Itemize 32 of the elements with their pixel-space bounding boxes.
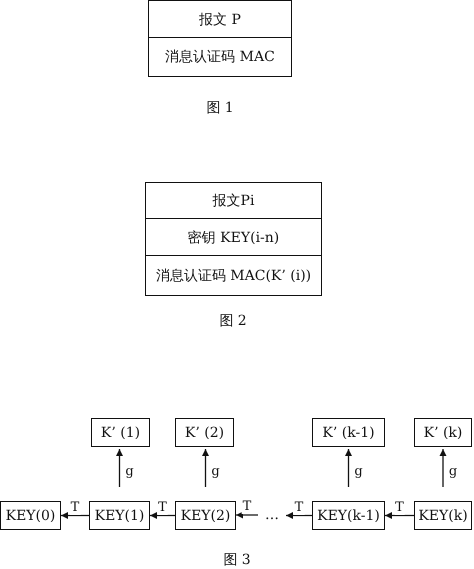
key-box: KEY(k) (414, 501, 472, 530)
arrow (286, 512, 312, 519)
edge-label: g (124, 465, 135, 479)
key-box: K’ (k) (414, 418, 472, 447)
arrow (61, 512, 89, 519)
key-box: KEY(k-1) (312, 501, 385, 530)
key-box: KEY(1) (89, 501, 150, 530)
arrow (116, 449, 123, 487)
figure-caption: 图 1 (206, 99, 234, 117)
edge-label: T (242, 500, 252, 514)
arrow (385, 512, 414, 519)
key-box: K’ (1) (91, 418, 150, 447)
figure-caption: 图 3 (223, 551, 251, 569)
edge-label: g (353, 465, 364, 479)
key-box: KEY(0) (0, 501, 61, 530)
arrow (202, 449, 209, 487)
arrow (345, 449, 352, 487)
message-cell: 消息认证码 MAC(K’ (i)) (145, 255, 322, 296)
ellipsis: … (258, 504, 286, 526)
arrow (150, 512, 175, 519)
key-box: K’ (2) (175, 418, 234, 447)
message-cell: 报文 P (148, 0, 292, 39)
key-box: K’ (k-1) (312, 418, 385, 447)
figure-caption: 图 2 (219, 312, 247, 330)
edge-label: g (210, 465, 221, 479)
message-cell: 密钥 KEY(i-n) (145, 218, 322, 257)
arrow (236, 512, 258, 518)
key-box: KEY(2) (175, 501, 236, 530)
arrow (440, 449, 446, 487)
message-cell: 报文Pi (145, 182, 322, 220)
edge-label: g (448, 465, 458, 479)
message-cell: 消息认证码 MAC (148, 37, 292, 77)
